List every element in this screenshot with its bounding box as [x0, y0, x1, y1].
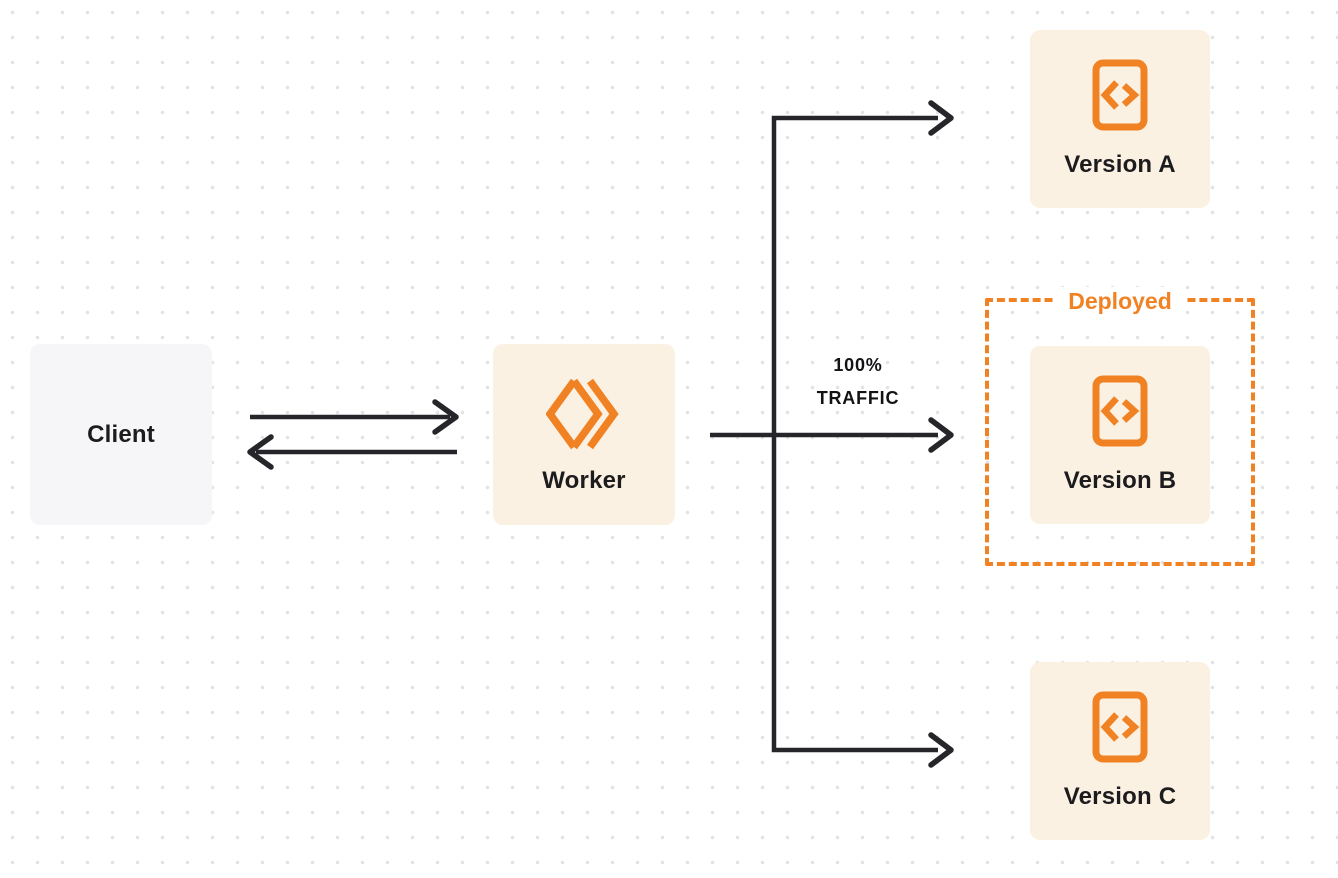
worker-label: Worker	[542, 466, 626, 494]
version-c-label: Version C	[1063, 783, 1177, 810]
client-node: Client	[30, 344, 212, 525]
version-b-label: Version B	[1063, 467, 1177, 494]
arrowhead-version-a-icon	[928, 100, 954, 136]
code-document-icon	[1092, 59, 1148, 131]
traffic-annotation: 100% TRAFFIC	[788, 349, 928, 415]
deployed-label: Deployed	[1056, 287, 1184, 315]
arrowhead-right-icon	[432, 399, 459, 435]
version-a-node: Version A	[1030, 30, 1210, 208]
version-b-node: Version B	[1030, 346, 1210, 524]
client-label: Client	[87, 420, 155, 448]
code-document-icon	[1092, 375, 1148, 447]
deployed-group-outline: Deployed	[985, 287, 1255, 566]
arrowhead-left-icon	[247, 434, 274, 470]
traffic-word: TRAFFIC	[816, 388, 900, 408]
code-document-icon	[1092, 691, 1148, 763]
cloudflare-workers-logo-icon	[546, 378, 619, 449]
branch-trunk-line	[771, 115, 938, 753]
traffic-percent: 100%	[833, 355, 883, 375]
arrowhead-version-c-icon	[928, 732, 954, 768]
arrowhead-version-b-icon	[928, 417, 954, 453]
worker-node: Worker	[493, 344, 675, 525]
version-a-label: Version A	[1064, 151, 1176, 178]
version-c-node: Version C	[1030, 662, 1210, 840]
